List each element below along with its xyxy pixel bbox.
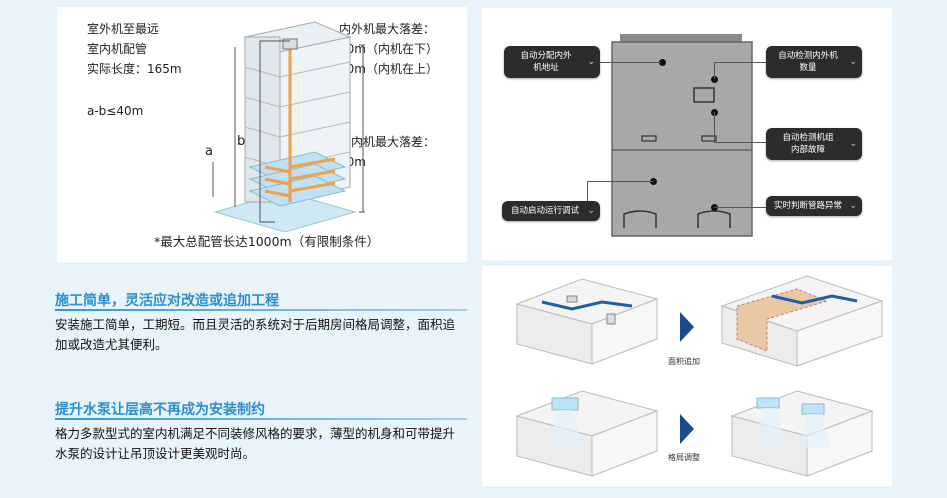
section2-body: 格力多款型式的室内机满足不同装修风格的要求，薄型的机身和可带提升水泵的设计让吊顶… [55, 426, 456, 461]
room-after-addition [720, 275, 884, 367]
arrow-right-icon [680, 414, 694, 444]
tag-auto-run[interactable]: 自动启动运行调试 ⌄ [502, 201, 600, 221]
ab-constraint: a-b≤40m [87, 104, 144, 118]
tag-auto-address-label: 自动分配内外 机地址 [520, 51, 572, 73]
tag-auto-run-label: 自动启动运行调试 [510, 206, 579, 216]
label-b: b [237, 134, 246, 149]
building-diagram [212, 21, 365, 232]
room-before-addition [515, 278, 659, 365]
leader-address [585, 62, 661, 63]
marker-address [659, 59, 666, 66]
height-diff-line-1: 内外机最大落差： [339, 22, 436, 36]
section2-divider [55, 418, 467, 420]
tag-auto-count-label: 自动检测内外机 数量 [778, 51, 838, 73]
leader-count-h [714, 62, 766, 63]
chevron-down-icon: ⌄ [849, 201, 857, 211]
leader-pipe [714, 207, 766, 208]
leader-count-v [714, 62, 715, 79]
chevron-down-icon: ⌄ [849, 139, 857, 149]
chevron-down-icon: ⌄ [587, 57, 595, 67]
marker-run [650, 178, 657, 185]
section2-heading: 提升水泵让层高不再成为安装制约 [55, 402, 265, 418]
label-a: a [205, 144, 213, 159]
pipe-length-line-3: 实际长度：165m [87, 62, 182, 76]
caption-layout: 格局调整 [668, 453, 700, 462]
refrigerant-piping [264, 47, 336, 202]
building-tower [243, 21, 352, 207]
tag-auto-count[interactable]: 自动检测内外机 数量 ⌄ [766, 46, 862, 78]
tag-auto-fault[interactable]: 自动检测机组 内部故障 ⌄ [766, 128, 862, 160]
tag-pipe-abnormal-label: 实时判断管路异常 [773, 201, 842, 211]
rooftop-outdoor-unit [282, 38, 298, 50]
room-layout-panel: 面积追加 格局调整 [482, 266, 892, 486]
chevron-down-icon: ⌄ [587, 206, 595, 216]
leader-fault-v [714, 112, 715, 142]
section1-divider [55, 309, 467, 311]
outdoor-unit-diagram [611, 34, 753, 237]
building-piping-panel: 室外机至最远 室内机配管 实际长度：165m a-b≤40m 内外机最大落差： … [57, 7, 467, 262]
section1-heading: 施工简单，灵活应对改造或追加工程 [55, 293, 279, 309]
pipe-length-line-2: 室内机配管 [87, 42, 148, 56]
leader-run-v [587, 181, 588, 207]
height-diff-line-3: 90m（内机在上） [339, 62, 438, 76]
tag-auto-address[interactable]: 自动分配内外 机地址 ⌄ [504, 46, 600, 78]
leader-fault-h [714, 142, 766, 143]
marker-count [711, 76, 718, 83]
arrow-right-icon [680, 312, 694, 342]
room-after-layout [730, 390, 874, 477]
tag-pipe-abnormal[interactable]: 实时判断管路异常 ⌄ [766, 196, 862, 216]
room-before-layout [515, 390, 659, 477]
tag-auto-fault-label: 自动检测机组 内部故障 [782, 133, 834, 155]
section1-body: 安装施工简单，工期短。而且灵活的系统对于后期房间格局调整，面积追加或改造尤其便利… [55, 317, 456, 352]
outdoor-unit-panel: 自动分配内外 机地址 ⌄ 自动检测内外机 数量 ⌄ 自动检测机组 内部故障 ⌄ … [482, 8, 892, 260]
chevron-down-icon: ⌄ [849, 57, 857, 67]
caption-area-add: 面积追加 [668, 357, 700, 366]
footnote: *最大总配管长达1000m（有限制条件） [154, 234, 380, 249]
leader-run-h [587, 181, 653, 182]
pipe-length-line-1: 室外机至最远 [87, 22, 160, 36]
